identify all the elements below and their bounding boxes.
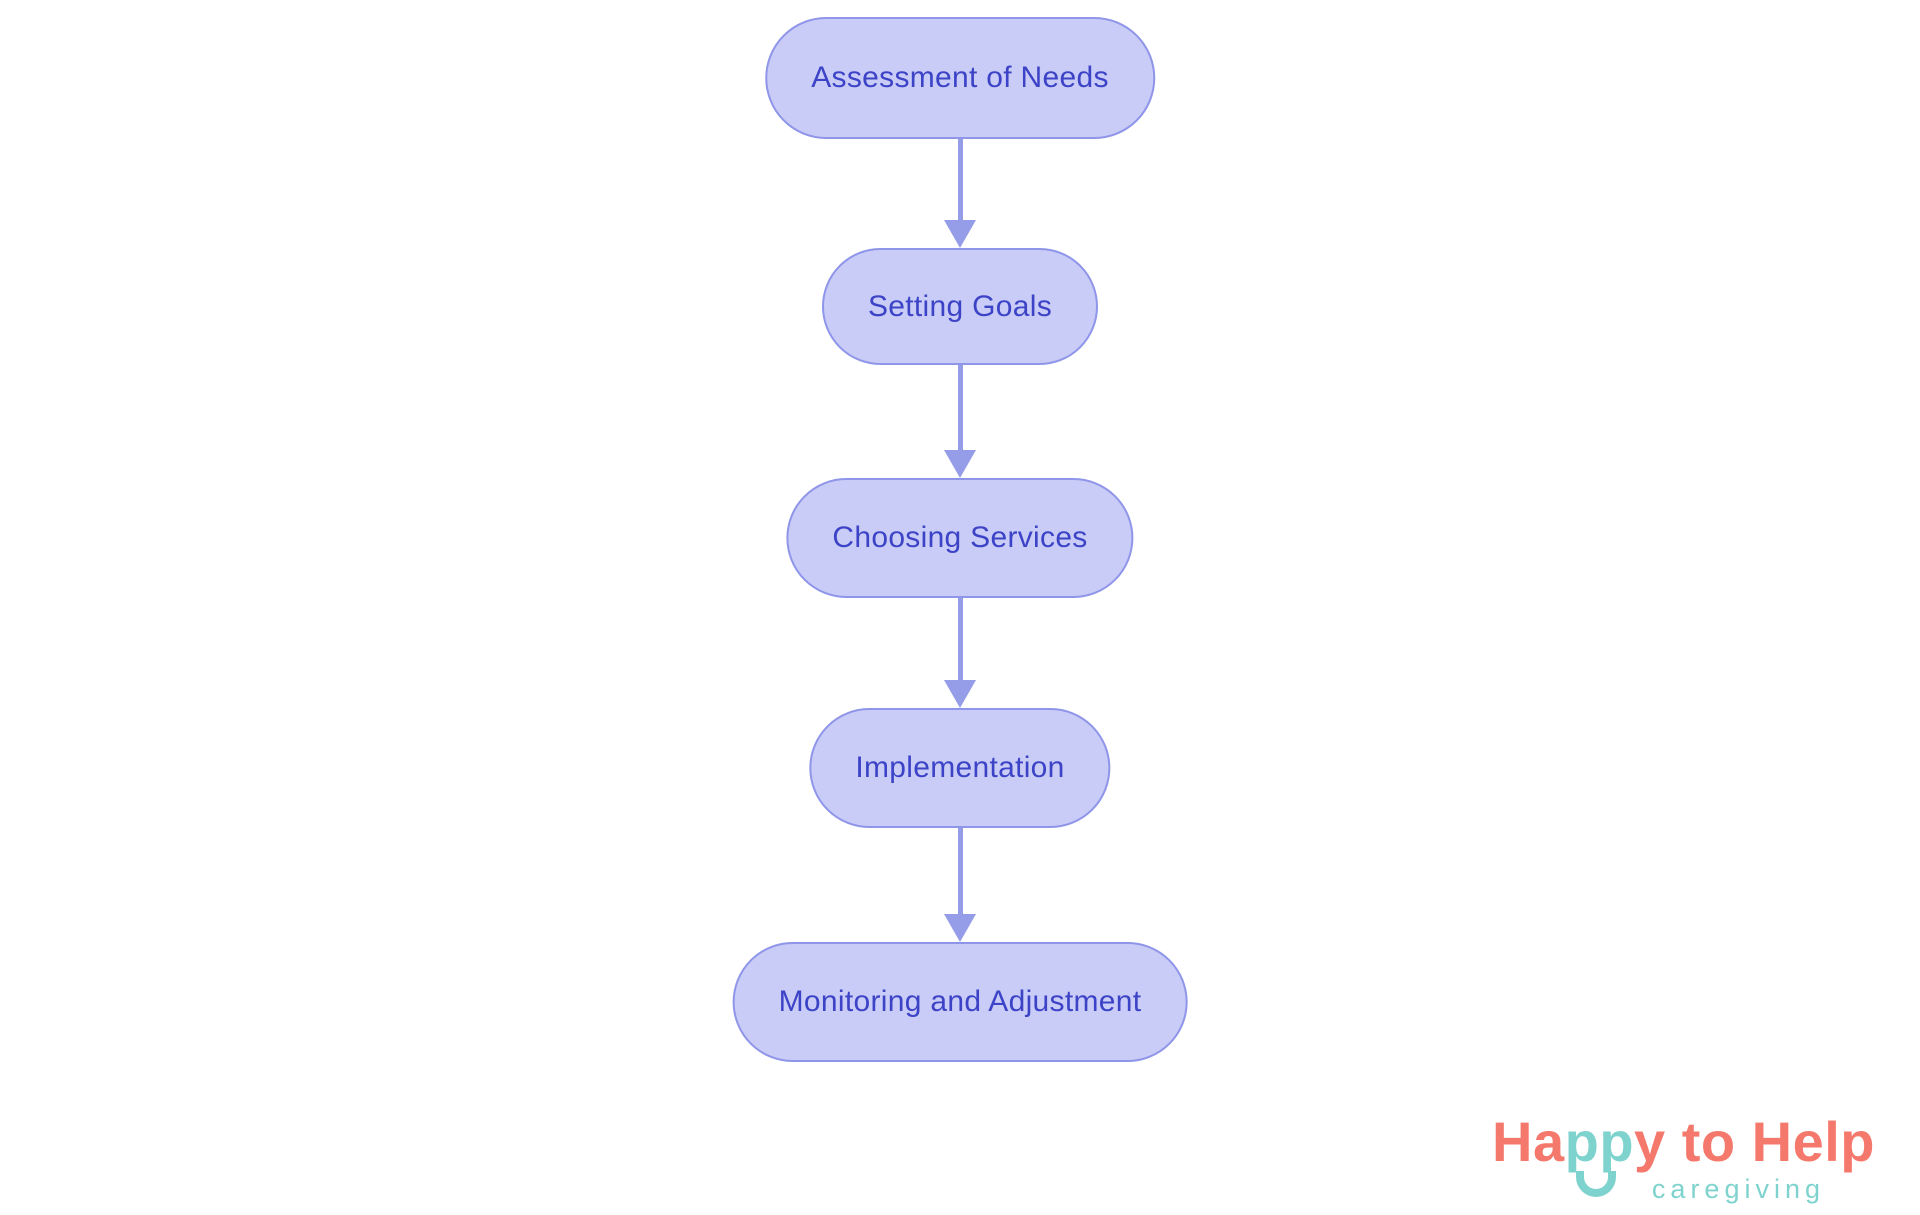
flow-node-choosing-services: Choosing Services <box>786 478 1134 598</box>
flow-node-label: Assessment of Needs <box>811 61 1109 94</box>
arrow-line <box>957 828 963 914</box>
logo-text-pp: pp <box>1565 1114 1634 1198</box>
arrow-line <box>957 598 963 680</box>
flow-node-label: Setting Goals <box>867 289 1053 323</box>
flow-node-setting-goals: Setting Goals <box>821 248 1099 365</box>
flow-connector-2 <box>944 365 976 478</box>
flow-node-assessment-of-needs: Assessment of Needs <box>765 17 1155 139</box>
logo-text-ha: Ha <box>1492 1110 1565 1174</box>
logo-tagline: caregiving <box>1651 1174 1825 1205</box>
arrow-down-icon <box>944 220 976 248</box>
flow-connector-1 <box>944 139 976 248</box>
logo-text-pp-letters: pp <box>1564 1110 1635 1174</box>
logo-text-y-to-help: y to Help <box>1634 1110 1875 1174</box>
arrow-down-icon <box>944 914 976 942</box>
arrow-line <box>957 139 963 220</box>
flow-node-label: Implementation <box>855 751 1065 784</box>
arrow-line <box>957 365 963 450</box>
flow-node-label: Choosing Services <box>832 521 1088 554</box>
flow-node-implementation: Implementation <box>809 708 1111 828</box>
flow-node-label: Monitoring and Adjustment <box>778 985 1142 1018</box>
flow-connector-3 <box>944 598 976 708</box>
arrow-down-icon <box>944 680 976 708</box>
smile-icon <box>1576 1171 1617 1198</box>
arrow-down-icon <box>944 450 976 478</box>
flow-connector-4 <box>944 828 976 942</box>
flow-node-monitoring-and-adjustment: Monitoring and Adjustment <box>732 942 1188 1062</box>
